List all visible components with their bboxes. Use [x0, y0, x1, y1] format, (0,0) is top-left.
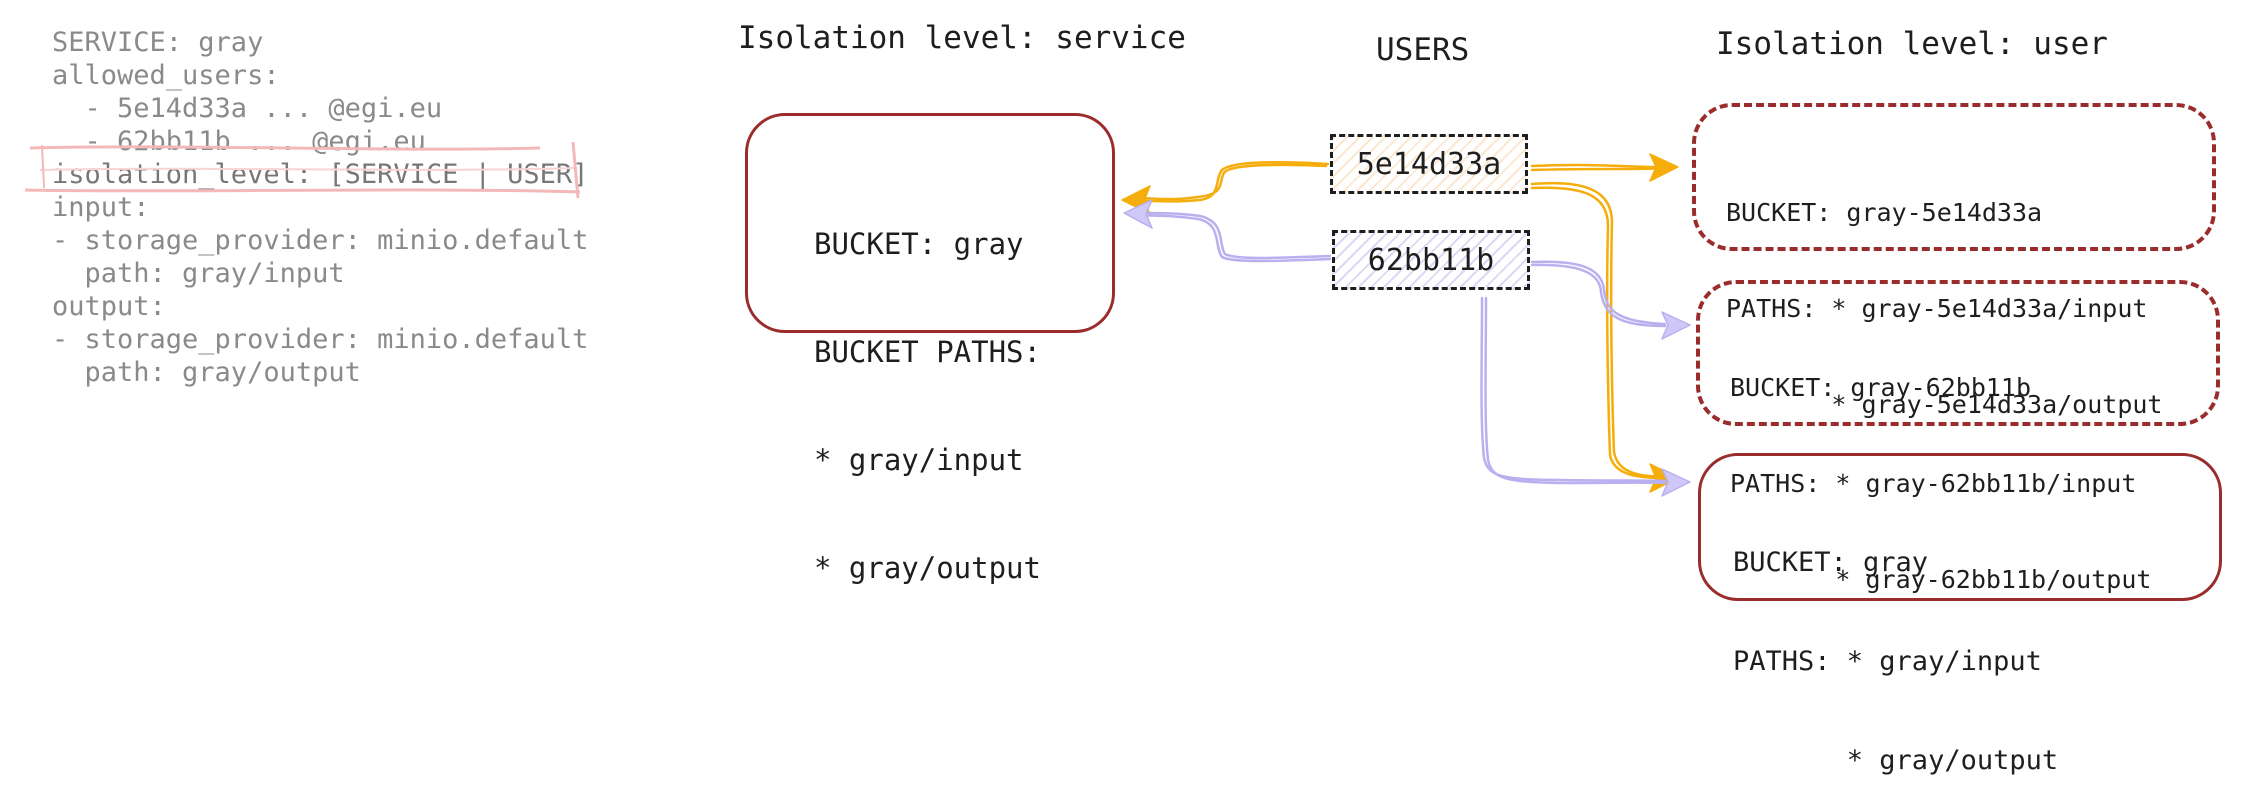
service-bucket-paths-label: BUCKET PATHS:	[814, 335, 1041, 369]
yaml-line-input: input:	[52, 192, 150, 223]
title-isolation-service: Isolation level: service	[738, 20, 1186, 56]
title-users: USERS	[1376, 32, 1470, 68]
yaml-line-input-provider: - storage_provider: minio.default	[52, 225, 589, 256]
service-config-yaml: SERVICE: gray allowed_users: - 5e14d33a …	[52, 26, 588, 389]
yaml-line-user-2: - 62bb11b ... @egi.eu	[52, 126, 426, 157]
bucket-62bb11b-line: BUCKET: gray-62bb11b	[1730, 373, 2032, 402]
bucket-gray-output: * gray/output	[1733, 745, 2059, 776]
service-bucket-input-path: * gray/input	[814, 443, 1024, 477]
arrowhead-62bb11b-service-bucket	[1123, 199, 1153, 229]
yaml-line-allowed-users: allowed_users:	[52, 60, 280, 91]
yaml-line-service: SERVICE: gray	[52, 27, 264, 58]
bucket-5e14d33a-input: PATHS: * gray-5e14d33a/input	[1726, 294, 2148, 323]
yaml-line-output-provider: - storage_provider: minio.default	[52, 324, 589, 355]
bucket-5e14d33a-output: * gray-5e14d33a/output	[1726, 390, 2163, 419]
arrowhead-user-bucket	[1649, 153, 1679, 182]
service-bucket-output-path: * gray/output	[814, 551, 1041, 585]
user-node-5e14d33a: 5e14d33a	[1330, 134, 1528, 194]
arrow-62bb11b-to-user-bucket	[1530, 260, 1667, 326]
service-bucket-line: BUCKET: gray	[814, 227, 1024, 261]
arrowhead-62bb11b-gray-bucket	[1661, 468, 1691, 497]
yaml-line-output-path: path: gray/output	[52, 357, 361, 388]
arrow-62bb11b-to-service-bucket	[1126, 210, 1332, 260]
arrow-5e14d33a-to-user-bucket	[1530, 163, 1667, 169]
user-label-62bb11b: 62bb11b	[1367, 242, 1495, 278]
arrow-5e14d33a-to-gray-bucket	[1530, 181, 1667, 479]
arrow-62bb11b-to-gray-bucket	[1480, 296, 1667, 483]
arrows-user-5e14d33a	[1123, 160, 1667, 480]
bucket-62bb11b-output: * gray-62bb11b/output	[1730, 565, 2152, 594]
connector-arrows	[1121, 153, 1691, 497]
arrowheads-user-5e14d33a	[1121, 153, 1679, 493]
arrowhead-62bb11b-user-bucket	[1661, 311, 1691, 340]
arrowheads-user-62bb11b	[1123, 199, 1691, 497]
arrow-5e14d33a-to-service-bucket	[1123, 160, 1330, 203]
arrows-user-62bb11b	[1126, 210, 1667, 485]
title-isolation-user: Isolation level: user	[1716, 26, 2108, 62]
service-bucket-box: BUCKET: gray BUCKET PATHS: * gray/input …	[745, 113, 1115, 585]
user-bucket-box-62bb11b: BUCKET: gray-62bb11b PATHS: * gray-62bb1…	[1696, 280, 2220, 594]
yaml-line-user-1: - 5e14d33a ... @egi.eu	[52, 93, 443, 124]
bucket-5e14d33a-line: BUCKET: gray-5e14d33a	[1726, 198, 2043, 227]
bucket-gray-line: BUCKET: gray	[1733, 547, 1929, 578]
user-label-5e14d33a: 5e14d33a	[1356, 146, 1502, 182]
yaml-line-input-path: path: gray/input	[52, 258, 345, 289]
user-node-62bb11b: 62bb11b	[1332, 230, 1530, 290]
user-bucket-box-5e14d33a: BUCKET: gray-5e14d33a PATHS: * gray-5e14…	[1692, 103, 2216, 419]
bucket-gray-input: PATHS: * gray/input	[1733, 646, 2042, 677]
arrowhead-gray-bucket	[1649, 463, 1679, 493]
yaml-line-output: output:	[52, 291, 166, 322]
bucket-62bb11b-input: PATHS: * gray-62bb11b/input	[1730, 469, 2137, 498]
